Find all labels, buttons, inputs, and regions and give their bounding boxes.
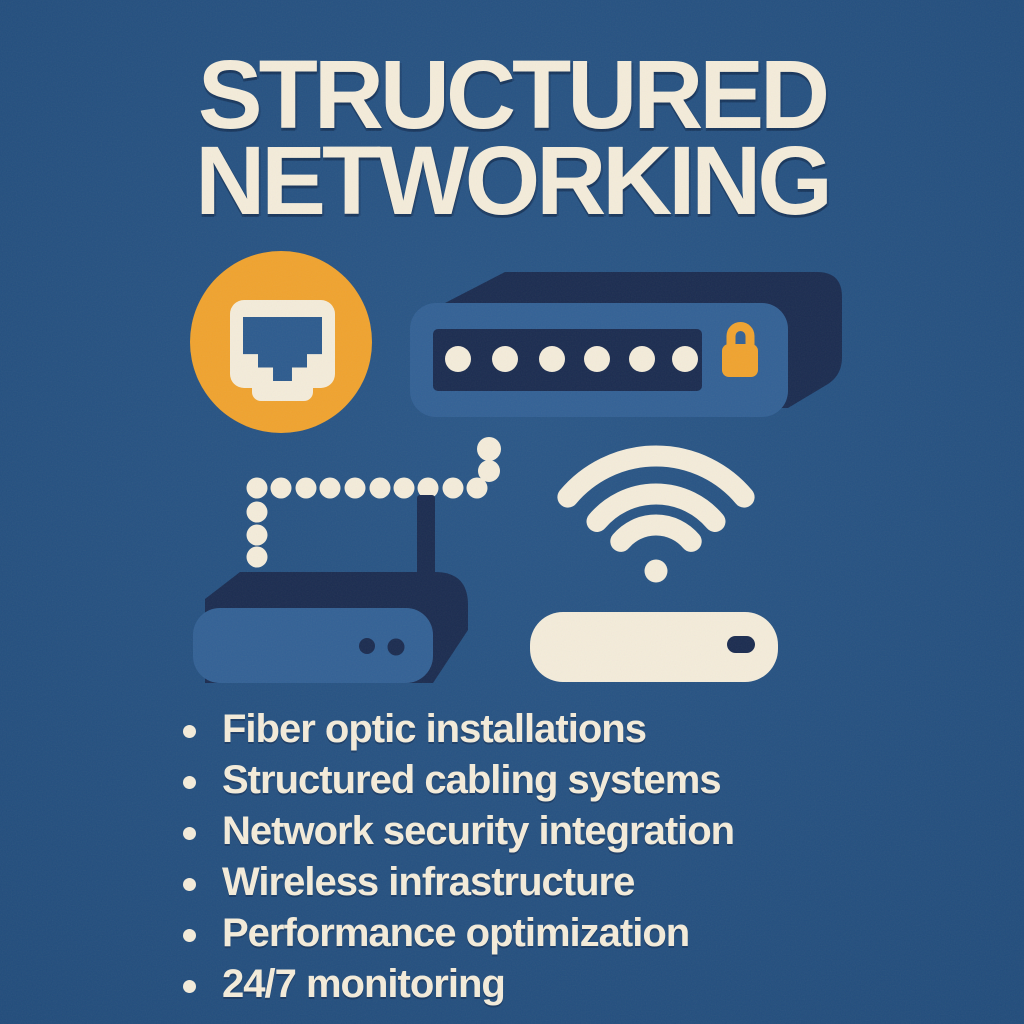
port-led-icon [629,346,655,372]
ethernet-jack-opening [243,317,322,381]
page-title: STRUCTURED NETWORKING [0,46,1024,235]
list-item: Structured cabling systems [183,755,734,806]
list-item: 24/7 monitoring [183,959,734,1010]
list-item-label: 24/7 monitoring [222,962,506,1006]
bullet-dot [183,929,196,942]
antenna-icon [417,495,435,580]
list-item: Wireless infrastructure [183,857,734,908]
list-item-label: Wireless infrastructure [222,860,635,904]
router-led-icon [359,638,375,654]
list-item-label: Performance optimization [222,911,690,955]
port-led-icon [539,346,565,372]
router-icon [193,495,468,683]
bullet-dot [183,725,196,738]
wifi-arcs [557,445,755,552]
list-item: Performance optimization [183,908,734,959]
network-switch-icon [410,272,842,417]
port-led-icon [672,346,698,372]
switch-port-panel [433,329,702,391]
ethernet-port-icon [190,251,372,433]
bullet-dot [183,776,196,789]
ethernet-jack-tab [252,386,313,401]
modem-slot [727,636,755,653]
port-led-icon [584,346,610,372]
title-line-2: NETWORKING [195,126,833,235]
modem-icon [530,612,778,682]
bullet-dot [183,878,196,891]
wifi-signal-icon [557,445,755,583]
list-item-label: Fiber optic installations [222,707,647,751]
list-item-label: Structured cabling systems [222,758,722,802]
list-item-label: Network security integration [222,809,735,853]
bullet-dot [183,980,196,993]
wifi-dot [644,559,668,583]
bullet-dot [183,827,196,840]
list-item: Fiber optic installations [183,704,734,755]
port-led-icon [445,346,471,372]
port-led-icon [492,346,518,372]
list-item: Network security integration [183,806,735,857]
router-led-icon [387,638,405,656]
ethernet-jack [230,300,335,388]
services-list: Fiber optic installations Structured cab… [183,704,735,1010]
